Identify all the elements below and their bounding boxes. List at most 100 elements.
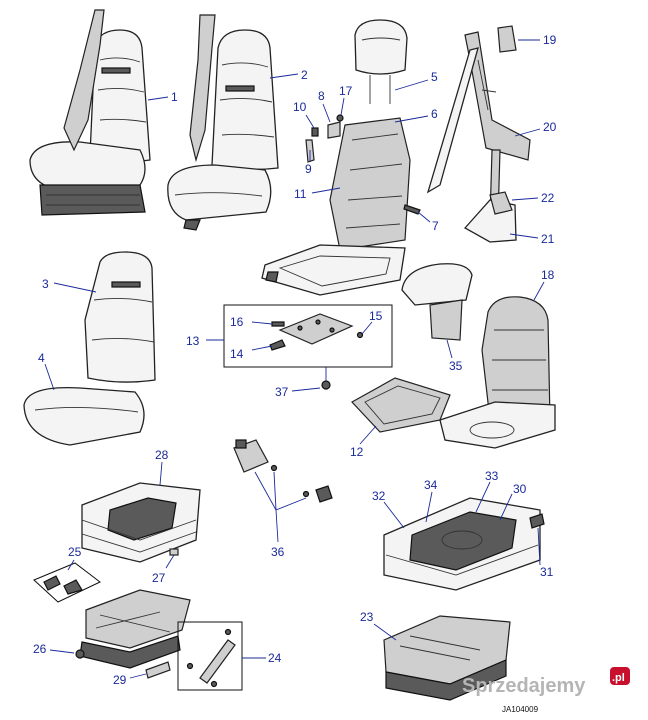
callout-21: 21	[541, 232, 555, 246]
seat-cushion-4	[23, 386, 145, 446]
watermark-badge	[610, 667, 630, 685]
leader-35	[446, 339, 453, 359]
callout-15: 15	[369, 309, 383, 323]
callout-10: 10	[293, 100, 307, 114]
leader-22	[511, 197, 539, 201]
back-frame-18	[439, 296, 556, 449]
leader-12	[359, 425, 377, 445]
callout-22: 22	[541, 191, 555, 205]
seat-assembly-2	[167, 14, 279, 231]
leader-36c	[275, 497, 307, 511]
lever-29	[145, 661, 171, 679]
callout-34: 34	[424, 478, 438, 492]
callout-16: 16	[230, 315, 244, 329]
leader-18	[533, 281, 545, 301]
callout-14: 14	[230, 347, 244, 361]
leader-36d	[275, 509, 279, 543]
callout-33: 33	[485, 469, 499, 483]
leader-36b	[273, 471, 277, 511]
buckle-bracket-21	[463, 191, 517, 243]
suspension-mechanism-lower	[79, 589, 191, 669]
damper-24	[186, 628, 236, 688]
callout-26: 26	[33, 642, 47, 656]
leader-26	[49, 649, 75, 654]
callout-9: 9	[305, 162, 312, 176]
leader-4	[44, 363, 55, 391]
callout-24: 24	[268, 651, 282, 665]
callout-1: 1	[171, 90, 178, 104]
leader-21	[509, 233, 539, 239]
group-box-13	[223, 304, 393, 368]
leader-6	[394, 115, 429, 123]
suspension-base-23	[383, 615, 511, 701]
seat-pan-12	[351, 377, 451, 433]
nut-37	[321, 380, 331, 390]
leader-25	[67, 559, 75, 571]
leader-28	[159, 461, 163, 486]
leader-27	[165, 554, 175, 569]
leader-17	[340, 97, 345, 116]
clip-27	[169, 548, 179, 556]
leader-36a	[254, 471, 277, 511]
callout-13: 13	[186, 334, 200, 348]
leader-10	[305, 114, 315, 129]
leader-2	[269, 73, 299, 79]
seat-frame-11	[261, 117, 411, 296]
seat-assembly-1	[29, 9, 151, 216]
callout-35: 35	[449, 359, 463, 373]
leader-23	[373, 623, 397, 641]
callout-17: 17	[339, 84, 353, 98]
leader-14	[251, 345, 273, 351]
callout-19: 19	[543, 33, 557, 47]
callout-27: 27	[152, 571, 166, 585]
callout-8: 8	[318, 89, 325, 103]
callout-7: 7	[432, 219, 439, 233]
drawing-code: JA104009	[502, 705, 539, 714]
belt-anchor-19	[497, 25, 517, 53]
leader-3	[53, 282, 97, 293]
leader-1	[147, 96, 169, 101]
watermark: Sprzedajemy .pl	[462, 667, 630, 697]
callout-12: 12	[350, 445, 364, 459]
suspension-upper-assembly	[383, 497, 545, 591]
callout-2: 2	[301, 68, 308, 82]
callout-5: 5	[431, 70, 438, 84]
suspension-cover-28	[81, 482, 201, 563]
leader-7	[417, 211, 431, 223]
backrest-cushion-3	[84, 251, 156, 383]
callout-25: 25	[68, 545, 82, 559]
callout-18: 18	[541, 268, 555, 282]
mounting-plate-14	[269, 313, 364, 351]
callout-4: 4	[38, 351, 45, 365]
leader-11	[311, 187, 341, 194]
callout-3: 3	[42, 277, 49, 291]
watermark-tld: .pl	[612, 672, 625, 684]
armrest-35	[401, 263, 473, 341]
callout-23: 23	[360, 610, 374, 624]
leader-30	[499, 493, 513, 521]
leader-16	[251, 321, 273, 325]
callout-6: 6	[431, 107, 438, 121]
callout-32: 32	[372, 489, 386, 503]
leader-20	[514, 128, 541, 137]
control-kit-25	[33, 562, 101, 603]
leader-15	[361, 321, 373, 335]
leader-34	[425, 491, 433, 523]
switch-group-36	[233, 439, 333, 503]
leader-8	[322, 103, 331, 123]
callout-31: 31	[540, 565, 554, 579]
leader-29	[129, 673, 147, 679]
leader-5	[394, 79, 429, 91]
callout-30: 30	[513, 482, 527, 496]
group-box-24	[177, 621, 243, 691]
leader-31	[537, 527, 541, 566]
callout-29: 29	[113, 673, 127, 687]
belt-assembly-20	[426, 31, 531, 221]
callout-11: 11	[294, 187, 307, 201]
leader-37	[291, 387, 321, 392]
leader-32	[383, 501, 405, 529]
callout-36: 36	[271, 545, 285, 559]
bolt-26	[75, 649, 85, 659]
callout-37: 37	[275, 385, 289, 399]
